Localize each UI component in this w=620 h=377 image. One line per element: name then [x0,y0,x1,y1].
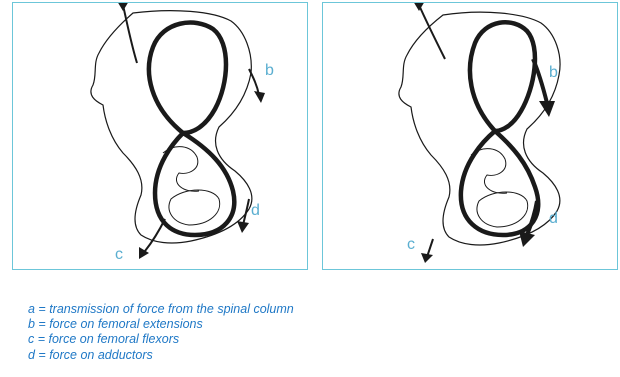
figure-eight-force-line [149,23,234,235]
legend-item-c: c = force on femoral flexors [28,332,294,347]
arrow-d-shaft [243,199,249,225]
inner-contour [471,149,507,194]
arrow-b-head [254,91,265,103]
legend-item-a: a = transmission of force from the spina… [28,302,294,317]
pelvis-drawing-right [323,3,618,270]
arrow-c-shaft [145,219,165,251]
label-d: d [251,203,260,219]
label-d: d [549,211,558,227]
arrow-a-head [413,3,425,11]
pelvis-drawing-left [13,3,308,270]
arrow-c-head [421,253,433,263]
arrow-a-head [117,3,129,11]
label-c: c [407,237,415,253]
label-c: c [115,247,123,263]
force-line-a [123,5,137,63]
label-b: b [265,63,274,79]
arrow-b-shaft [249,69,259,95]
pelvis-outline [91,11,252,243]
arrow-d-head [237,221,249,233]
pelvis-diagram-left: b c d [12,2,308,270]
label-b: b [549,65,558,81]
arrow-d-head [519,231,535,247]
legend-item-d: d = force on adductors [28,348,294,363]
pelvis-diagram-right: b c d [322,2,618,270]
obturator-contour [477,192,528,227]
legend-item-b: b = force on femoral extensions [28,317,294,332]
arrow-b-shaft [533,59,547,103]
obturator-contour [169,190,220,225]
legend: a = transmission of force from the spina… [28,302,294,363]
force-line-a [419,5,445,59]
